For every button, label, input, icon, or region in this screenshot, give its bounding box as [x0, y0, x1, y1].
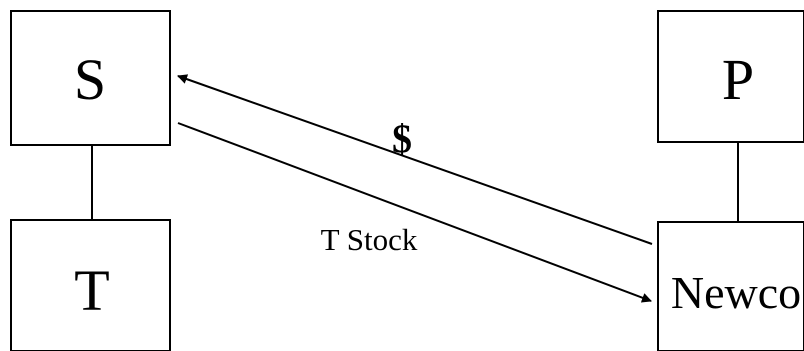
arrow-t-stock-to-newco — [177, 122, 652, 303]
arrow-cash-to-s — [177, 74, 653, 245]
node-newco-box — [657, 221, 804, 351]
node-t-box — [10, 219, 171, 351]
node-p-box — [657, 10, 804, 143]
edge-cash-label: $ — [392, 116, 412, 161]
node-s-label: S — [74, 47, 106, 112]
node-newco-label: Newco — [671, 267, 801, 318]
edge-t-stock-label: T Stock — [321, 222, 418, 257]
node-t-label: T — [74, 258, 109, 323]
node-p-label: P — [722, 47, 754, 112]
node-s-box — [10, 10, 171, 146]
